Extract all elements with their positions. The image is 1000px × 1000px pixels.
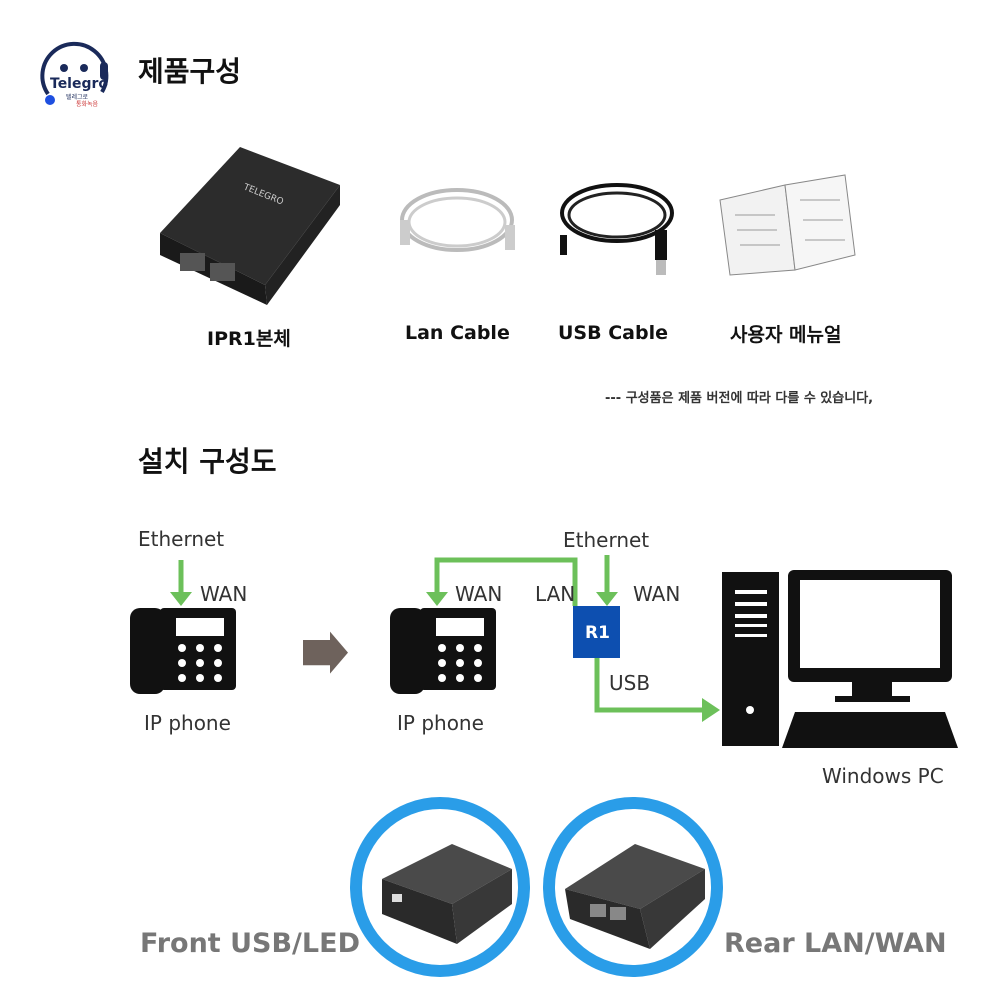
telegro-logo: Telegro 텔레그로 통화녹음 — [36, 36, 116, 108]
installation-diagram — [130, 555, 958, 748]
rear-photo — [543, 797, 723, 977]
usb-cable-image — [555, 175, 680, 284]
ip-phone-left-icon — [130, 608, 236, 694]
lan-cable-image — [395, 180, 525, 274]
front-photo — [350, 797, 530, 977]
r1-device-label: R1 — [585, 623, 610, 643]
right-ethernet-label: Ethernet — [563, 528, 650, 552]
left-phone-label: IP phone — [144, 711, 231, 735]
right-wan1-label: WAN — [455, 582, 503, 606]
ipr1-device-image: TELEGRO — [155, 145, 345, 314]
logo-sub2: 통화녹음 — [76, 101, 99, 108]
logo-text: Telegro — [50, 76, 109, 92]
product-label-usb-cable: USB Cable — [558, 322, 668, 344]
product-label-manual: 사용자 메뉴얼 — [730, 324, 842, 346]
windows-pc-icon — [722, 570, 958, 748]
product-label-lan-cable: Lan Cable — [405, 322, 510, 344]
front-photo-label: Front USB/LED — [140, 928, 360, 959]
usb-label: USB — [609, 671, 651, 695]
left-ethernet-label: Ethernet — [138, 527, 225, 551]
section-title-components: 제품구성 — [138, 55, 242, 88]
rear-photo-label: Rear LAN/WAN — [724, 928, 947, 959]
arrows — [170, 555, 720, 722]
components-note: --- 구성품은 제품 버전에 따라 다를 수 있습니다, — [605, 391, 874, 406]
logo-sub1: 텔레그로 — [66, 94, 89, 101]
transition-arrow-icon — [303, 631, 348, 674]
product-label-ipr1: IPR1본체 — [207, 328, 291, 350]
right-wan2-label: WAN — [633, 582, 681, 606]
arrow-head — [170, 592, 192, 606]
left-wan-label: WAN — [200, 582, 248, 606]
right-phone-label: IP phone — [397, 711, 484, 735]
r1-device-box — [573, 606, 620, 658]
right-lan-label: LAN — [535, 582, 576, 606]
ip-phone-right-icon — [390, 608, 496, 694]
windows-pc-label: Windows PC — [822, 764, 944, 788]
section-title-installation: 설치 구성도 — [138, 445, 277, 478]
user-manual-image — [715, 170, 860, 284]
